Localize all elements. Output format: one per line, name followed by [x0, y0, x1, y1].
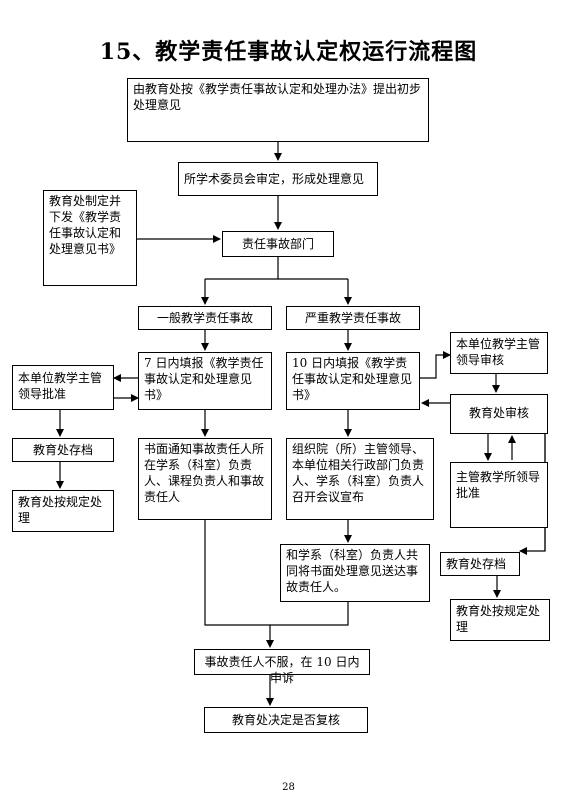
node-initial-opinion: 由教育处按《教学责任事故认定和处理办法》提出初步处理意见 — [127, 78, 429, 142]
node-director-approval: 主管教学所领导批准 — [450, 462, 548, 528]
page-title: 15、教学责任事故认定权运行流程图 — [99, 39, 478, 65]
node-written-notice: 书面通知事故责任人所在学系（科室）负责人、课程负责人和事故责任人 — [138, 438, 272, 520]
node-responsible-dept: 责任事故部门 — [222, 231, 334, 257]
node-meeting-announce: 组织院（所）主管领导、本单位相关行政部门负责人、学系（科室）负责人召开会议宣布 — [286, 438, 434, 520]
node-committee-review: 所学术委员会审定，形成处理意见 — [178, 162, 378, 196]
edge-fill10-rightleader — [420, 351, 451, 379]
node-issue-document: 教育处制定并下发《教学责任事故认定和处理意见书》 — [43, 190, 137, 286]
node-fill-report-7-days: 7 日内填报《教学责任事故认定和处理意见书》 — [138, 352, 272, 410]
edge-deliver-appeal — [270, 602, 349, 626]
node-left-leader-approval: 本单位教学主管领导批准 — [12, 365, 114, 410]
node-general-accident: 一般教学责任事故 — [138, 306, 272, 330]
page-number: 28 — [282, 782, 295, 793]
node-right-leader-review: 本单位教学主管领导审核 — [450, 332, 548, 374]
node-right-process: 教育处按规定处理 — [450, 599, 550, 641]
node-fill-report-10-days: 10 日内填报《教学责任事故认定和处理意见书》 — [286, 352, 420, 410]
node-left-process: 教育处按规定处理 — [12, 490, 114, 532]
node-left-archive: 教育处存档 — [12, 438, 114, 462]
node-decide-review: 教育处决定是否复核 — [204, 707, 368, 733]
node-edu-office-review: 教育处审核 — [450, 394, 548, 434]
node-right-archive: 教育处存档 — [440, 552, 520, 576]
node-appeal: 事故责任人不服，在 10 日内申诉 — [194, 649, 370, 685]
edge-notice-appeal — [204, 520, 274, 648]
node-serious-accident: 严重教学责任事故 — [286, 306, 420, 330]
node-deliver-opinion: 和学系（科室）负责人共同将书面处理意见送达事故责任人。 — [280, 544, 430, 602]
